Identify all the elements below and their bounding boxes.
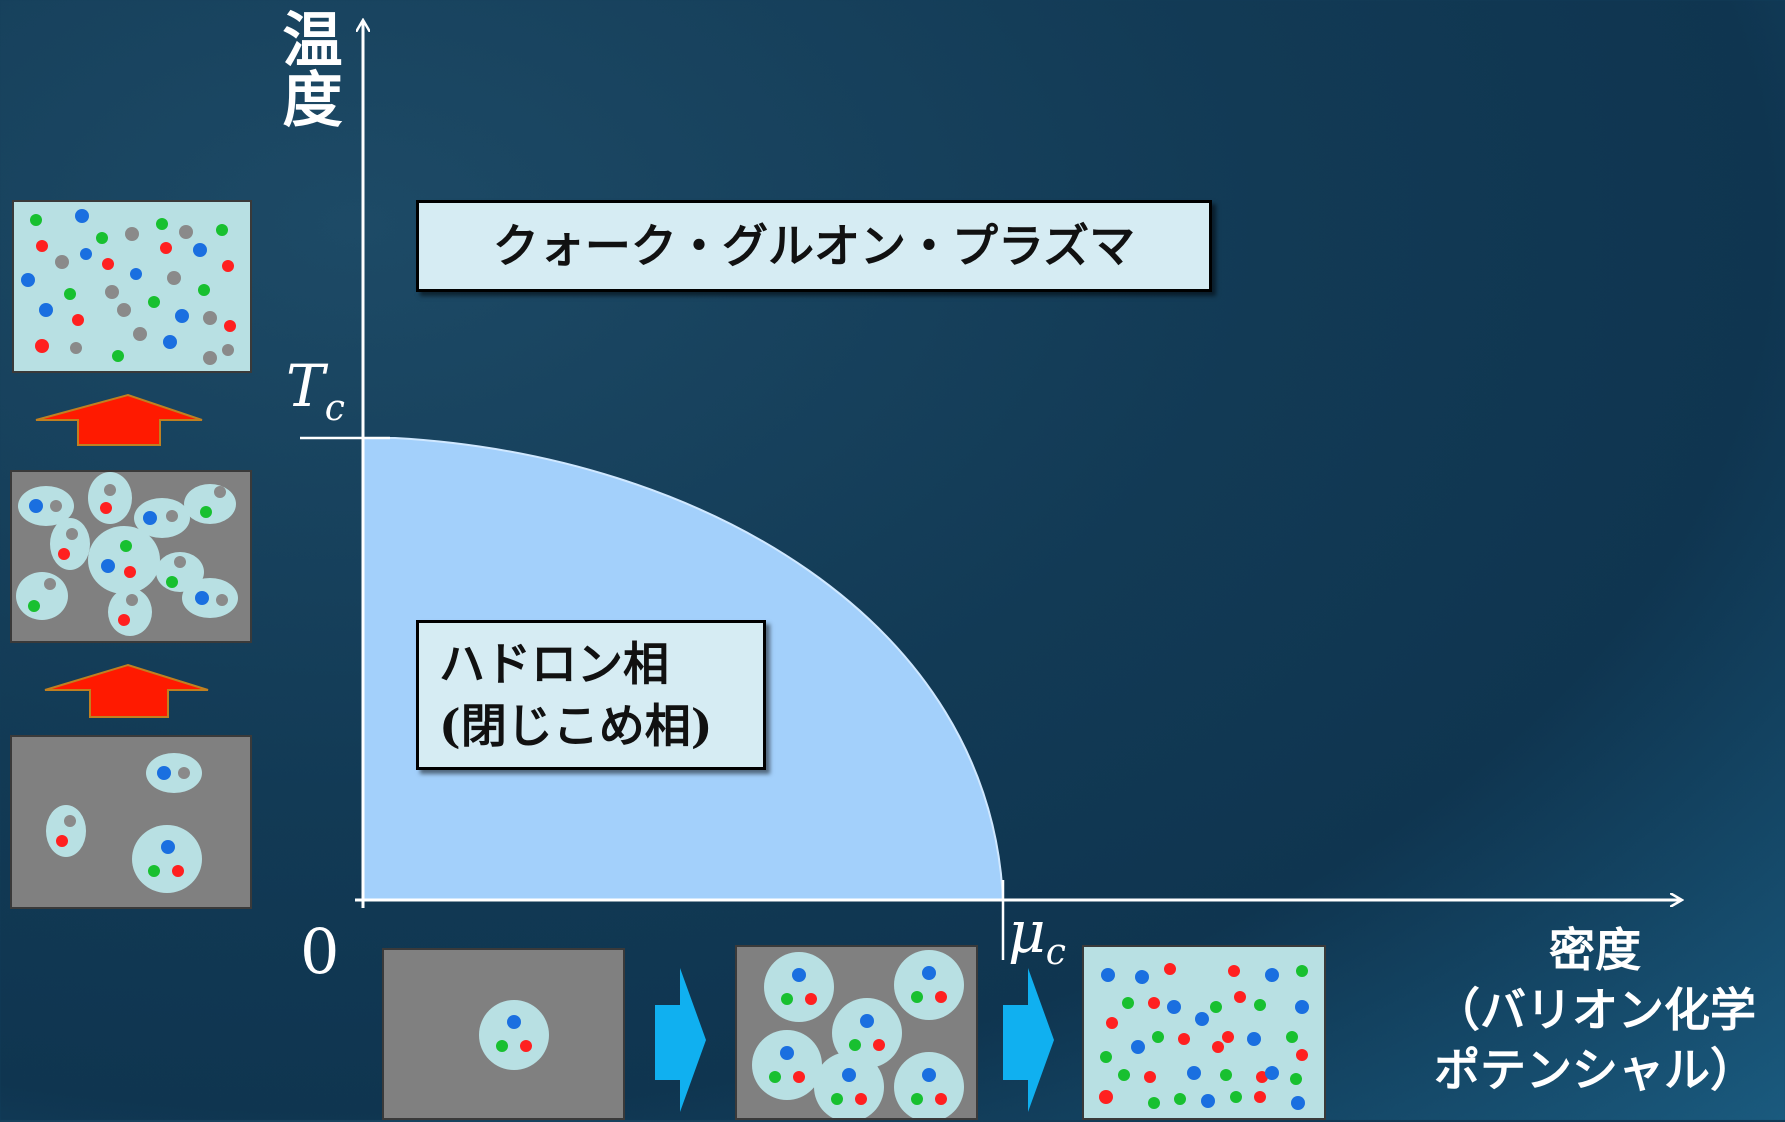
tc-label: Tc [286, 352, 345, 429]
blue-right-arrow-icon [1003, 968, 1054, 1112]
red-up-arrow-icon [44, 663, 209, 718]
qgp-panel-bottom [1082, 945, 1326, 1120]
dense-hadron-panel-bottom [735, 945, 978, 1122]
qgp-label: クォーク・グルオン・プラズマ [416, 200, 1212, 292]
density-axis-title: 密度 （バリオン化学 ポテンシャル） [1434, 923, 1756, 1097]
quarks [21, 209, 236, 365]
dilute-hadron-panel-left [10, 735, 252, 909]
dense-hadron-panel [10, 470, 252, 643]
muc-label: μc [1008, 898, 1066, 973]
temperature-axis-title: 温度 [272, 8, 342, 128]
dilute-hadron-panel-bottom [382, 948, 625, 1120]
blue-right-arrow-icon [655, 968, 706, 1112]
hadron-phase-label: ハドロン相 (閉じこめ相) [416, 620, 766, 770]
qgp-panel-top [12, 200, 252, 373]
origin-label: 0 [300, 915, 340, 988]
red-up-arrow-icon [35, 393, 203, 446]
